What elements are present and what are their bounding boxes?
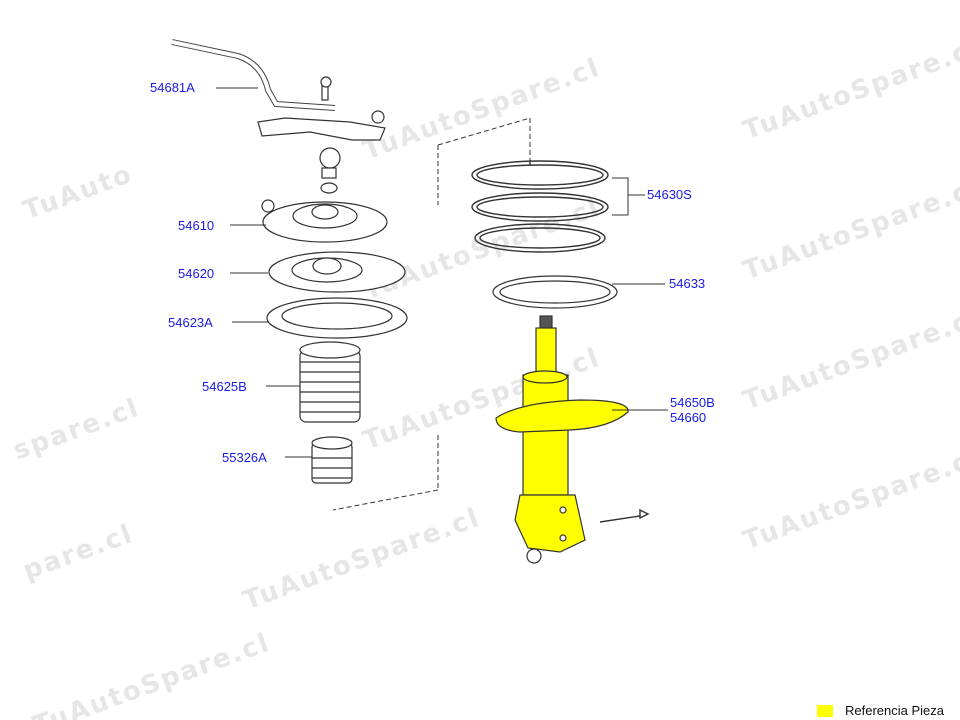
part-label-54681A[interactable]: 54681A <box>150 80 195 95</box>
legend-label: Referencia Pieza <box>845 703 944 718</box>
legend-swatch <box>817 704 833 717</box>
bearing-plate-part <box>268 251 406 293</box>
part-label-55326A[interactable]: 55326A <box>222 450 267 465</box>
strut-assembly-part <box>495 315 629 553</box>
lower-spring-pad-part <box>492 275 618 309</box>
bolt-part <box>599 508 650 523</box>
legend: Referencia Pieza <box>817 703 944 718</box>
stabilizer-link-part <box>171 39 386 194</box>
part-label-54633[interactable]: 54633 <box>669 276 706 291</box>
part-label-54620[interactable]: 54620 <box>178 266 215 281</box>
part-label-54660[interactable]: 54660 <box>670 410 707 425</box>
bump-stopper-part <box>311 436 353 484</box>
strut-mount-part <box>261 199 388 243</box>
coil-spring-part <box>471 160 609 253</box>
leader-lines <box>216 87 668 458</box>
dust-boot-part <box>299 341 361 423</box>
nut-part <box>526 548 542 564</box>
part-label-54623A[interactable]: 54623A <box>168 315 213 330</box>
part-label-54650B[interactable]: 54650B <box>670 395 715 410</box>
part-label-54630S[interactable]: 54630S <box>647 187 692 202</box>
spring-pad-part <box>266 297 408 339</box>
part-label-54625B[interactable]: 54625B <box>202 379 247 394</box>
part-label-54610[interactable]: 54610 <box>178 218 215 233</box>
